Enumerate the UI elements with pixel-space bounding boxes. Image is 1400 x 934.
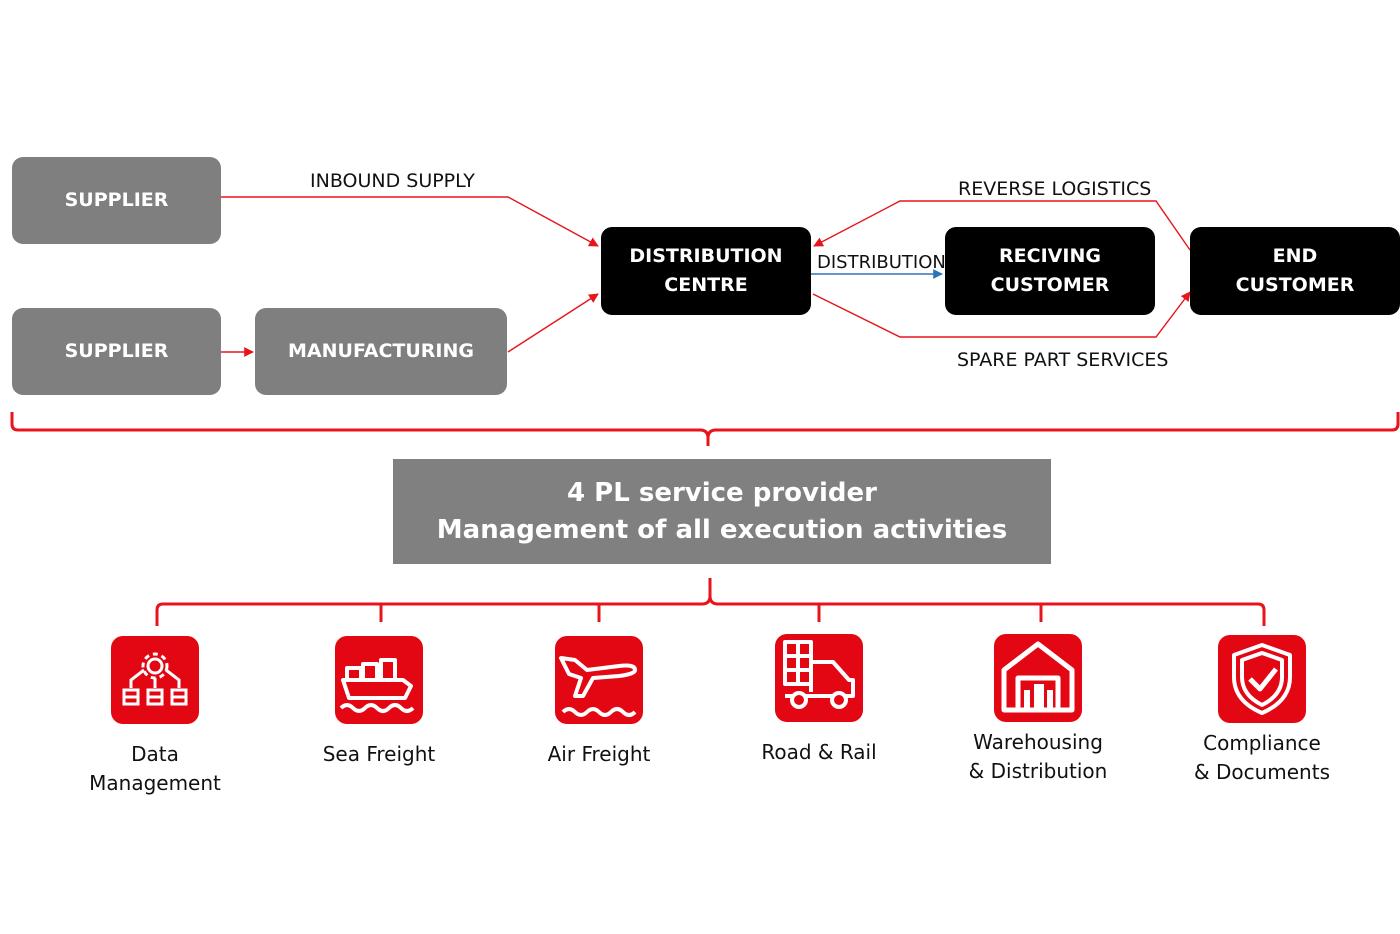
distribution-centre-label-line1: DISTRIBUTION [629, 245, 783, 267]
inbound-supply-label: INBOUND SUPPLY [310, 170, 475, 192]
service-data-management: Data Management [55, 636, 255, 798]
sea-freight-caption-line1: Sea Freight [322, 742, 436, 766]
compliance-caption-line1: Compliance [1203, 731, 1321, 755]
supplier-top-label: SUPPLIER [64, 189, 169, 211]
data-management-tile [111, 636, 199, 724]
reverse-logistics-label: REVERSE LOGISTICS [958, 178, 1152, 200]
receiving-customer-box: RECIVING CUSTOMER [945, 227, 1155, 315]
sea-freight-caption: Sea Freight [279, 740, 479, 769]
compliance-tile [1218, 635, 1306, 723]
supplier-bottom-box: SUPPLIER [12, 308, 221, 395]
service-compliance: Compliance & Documents [1162, 635, 1362, 787]
distribution-centre-label-line2: CENTRE [664, 274, 748, 296]
data-management-icon [122, 652, 188, 706]
sea-freight-tile [335, 636, 423, 724]
service-air-freight: Air Freight [499, 636, 699, 769]
data-management-caption-line2: Management [89, 771, 221, 795]
manufacturing-box: MANUFACTURING [255, 308, 507, 395]
data-management-caption: Data Management [55, 740, 255, 798]
compliance-caption-line2: & Documents [1194, 760, 1330, 784]
provider-subtitle: Management of all execution activities [436, 514, 1008, 545]
air-freight-tile [555, 636, 643, 724]
road-rail-caption-line1: Road & Rail [761, 740, 877, 764]
end-customer-box: END CUSTOMER [1190, 227, 1400, 315]
warehouse-tile [994, 634, 1082, 722]
air-freight-caption-line1: Air Freight [547, 742, 651, 766]
service-warehousing: Warehousing & Distribution [938, 634, 1138, 786]
air-freight-caption: Air Freight [499, 740, 699, 769]
warehouse-caption: Warehousing & Distribution [938, 728, 1138, 786]
warehouse-icon [1001, 641, 1075, 713]
supplier-top-box: SUPPLIER [12, 157, 221, 244]
manufacturing-label: MANUFACTURING [288, 340, 474, 362]
air-freight-icon [559, 656, 637, 717]
service-road-rail: Road & Rail [719, 634, 919, 767]
end-customer-label-line2: CUSTOMER [1235, 274, 1355, 296]
sea-freight-icon [339, 658, 415, 713]
road-rail-tile [775, 634, 863, 722]
provider-title: 4 PL service provider [567, 477, 877, 508]
inbound-supply-connector [221, 196, 599, 247]
service-sea-freight: Sea Freight [279, 636, 479, 769]
end-customer-label-line1: END [1272, 245, 1318, 267]
warehouse-caption-line2: & Distribution [968, 759, 1108, 783]
supply-chain-bracket [10, 412, 1400, 446]
services-bracket [155, 578, 1266, 626]
supplier-bottom-label: SUPPLIER [64, 340, 169, 362]
warehouse-caption-line1: Warehousing [973, 730, 1103, 754]
road-rail-caption: Road & Rail [719, 738, 919, 767]
distribution-label: DISTRIBUTION [817, 252, 946, 273]
receiving-customer-label-line1: RECIVING [999, 245, 1101, 267]
manufacturing-to-dc-connector [507, 293, 599, 353]
compliance-caption: Compliance & Documents [1162, 729, 1362, 787]
compliance-shield-icon [1232, 643, 1292, 715]
spare-part-services-connector [812, 291, 1191, 338]
data-management-caption-line1: Data [131, 742, 179, 766]
reverse-logistics-connector [813, 200, 1191, 251]
spare-part-services-label: SPARE PART SERVICES [957, 349, 1169, 371]
receiving-customer-label-line2: CUSTOMER [990, 274, 1110, 296]
distribution-centre-box: DISTRIBUTION CENTRE [601, 227, 811, 315]
road-rail-icon [783, 640, 855, 709]
provider-box: 4 PL service provider Management of all … [393, 459, 1051, 564]
